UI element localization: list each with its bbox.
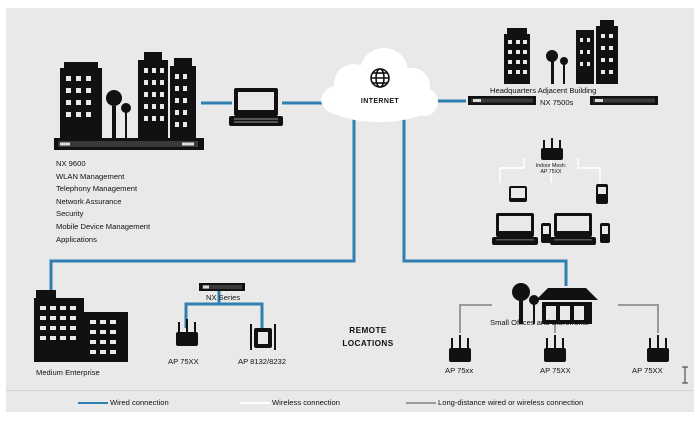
nx-series-label: NX Series (206, 293, 241, 302)
nx7500-controller-left-icon (468, 96, 536, 105)
ap-75xx-office-center-icon (544, 335, 566, 362)
feature-item: Applications (56, 234, 97, 244)
wire-nx-series-aps (184, 291, 221, 328)
internet-cloud-icon (321, 48, 438, 122)
legend-line-wired (78, 402, 108, 404)
wired-connections (49, 99, 568, 328)
medium-enterprise-label: Medium Enterprise (36, 368, 100, 377)
nx7500-controller-right-icon (590, 96, 658, 105)
mesh-phone-right-icon (600, 223, 610, 243)
feature-item: WLAN Management (56, 171, 125, 181)
ap-75xx-office-right-icon (647, 335, 669, 362)
mesh-tablet-icon (509, 186, 527, 202)
ap-75xx-remote-label: AP 75XX (168, 357, 199, 366)
mesh-phone-left-icon (541, 223, 551, 243)
adjacent-buildings-icon (504, 20, 618, 84)
feature-item: Network Assurance (56, 196, 122, 206)
headquarters-feature-list: NX 9600 WLAN Management Telephony Manage… (56, 158, 150, 246)
feature-item: Security (56, 209, 84, 219)
remote-title-line1: REMOTE (349, 326, 387, 335)
adjacent-building-label: Headquarters Adjacent Building (490, 86, 597, 95)
legend-item-wired: Wired connection (78, 397, 208, 409)
wire-internet-small-offices (402, 113, 568, 286)
nx9600-label: NX 9600 (56, 159, 86, 168)
ap-75xx-remote-icon (176, 319, 198, 346)
remote-locations-title: REMOTE LOCATIONS (332, 324, 404, 350)
indoor-mesh-label: Indoor Mesh: AP 75XX (526, 163, 576, 175)
indoor-mesh-model: AP 75XX (540, 168, 562, 175)
internet-label: INTERNET (360, 98, 400, 105)
globe-icon (370, 68, 390, 88)
ap-8132-8232-icon (250, 324, 276, 350)
ap-75xx-office-center-label: AP 75XX (540, 366, 571, 375)
ap-75xx-office-right-label: AP 75XX (632, 366, 663, 375)
legend-label-wired: Wired connection (110, 398, 169, 407)
legend: Wired connection Wireless connection Lon… (6, 390, 694, 413)
text-cursor-icon (682, 366, 688, 384)
headquarters-building-windows (66, 68, 187, 127)
network-diagram: INTERNET NX 9600 WLAN Management Telepho… (6, 8, 694, 412)
laptop-icon (229, 88, 283, 126)
legend-line-wireless (240, 402, 270, 404)
indoor-mesh-title: Indoor Mesh: (535, 163, 567, 169)
remote-title-line2: LOCATIONS (342, 339, 394, 348)
diagram-graphics (34, 20, 669, 362)
mesh-laptop-left-icon (492, 213, 538, 245)
feature-item: Telephony Management (56, 184, 138, 194)
wire-internet-medium-enterprise (49, 113, 356, 290)
long-distance-connections (459, 304, 659, 333)
mesh-access-point-icon (541, 138, 563, 160)
ap-75xx-office-left-icon (449, 335, 471, 362)
wireless-mesh-right (577, 158, 601, 183)
legend-label-long-distance: Long-distance wired or wireless connecti… (438, 398, 584, 407)
ap-75xx-office-left-label: AP 75xx (445, 366, 474, 375)
long-distance-offices-right (618, 304, 659, 333)
mesh-handheld-icon (596, 184, 608, 204)
long-distance-offices-left (459, 304, 492, 333)
feature-item: Mobile Device Management (56, 221, 151, 231)
ap-8132-8232-label: AP 8132/8232 (238, 357, 286, 366)
nx9600-controller-icon (54, 138, 204, 150)
legend-line-long-distance (406, 402, 436, 404)
wireless-mesh-left (499, 158, 525, 183)
small-offices-label: Small Offices and Storefronts (490, 318, 589, 327)
mesh-laptop-right-icon (550, 213, 596, 245)
wire-nx-series-ap8132 (219, 302, 264, 328)
nx7500-label: NX 7500s (540, 98, 574, 107)
adjacent-building-windows (508, 34, 613, 74)
nx-series-controller-icon (199, 283, 245, 291)
legend-item-wireless: Wireless connection (240, 397, 380, 409)
medium-enterprise-windows (40, 306, 116, 354)
storefront-icon (512, 283, 598, 324)
legend-label-wireless: Wireless connection (272, 398, 340, 407)
legend-item-long-distance: Long-distance wired or wireless connecti… (406, 397, 646, 409)
